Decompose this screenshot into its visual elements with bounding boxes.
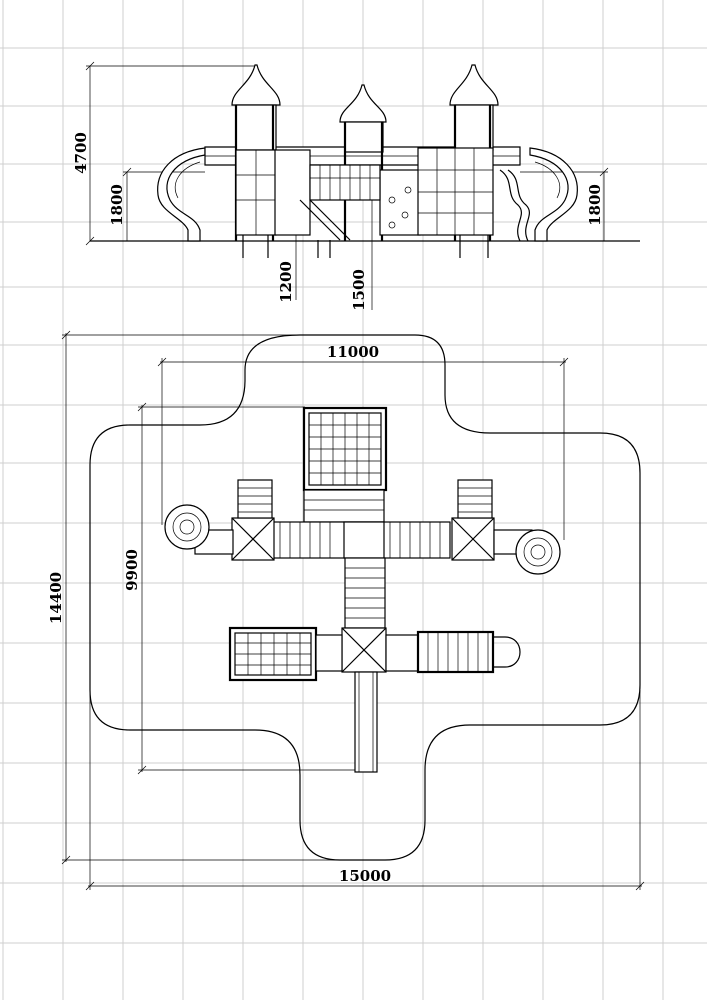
dim-total-height: 4700 [72,61,255,246]
middle-tower [339,84,421,241]
dim-label-9900: 9900 [123,549,141,591]
dim-label-4700: 4700 [72,132,90,174]
dim-label-1800-right: 1800 [586,184,604,226]
left-spiral-slide [164,504,210,550]
dim-label-1500: 1500 [350,269,368,311]
dim-label-15000: 15000 [339,867,391,885]
middle-tower-plan [341,627,387,673]
bottom-slide [354,671,378,773]
dim-label-11000: 11000 [327,343,379,361]
dim-label-1200: 1200 [277,261,295,303]
plan-view: 11000 9900 14400 15000 [47,330,645,891]
dim-structure-width: 11000 [157,343,569,540]
dim-area-width: 15000 [85,690,645,891]
dim-structure-depth: 9900 [123,402,355,775]
top-net-panel [302,406,388,492]
left-tower-plan [231,479,275,561]
right-tower-plan [451,479,495,561]
left-tower [231,64,281,241]
dim-label-14400: 14400 [47,572,65,624]
elevation-view: 4700 1800 1800 1200 1500 [72,61,640,311]
bottom-right-tunnel [416,630,495,674]
dim-area-depth: 14400 [47,330,340,865]
right-spiral-slide [515,529,561,575]
bottom-left-net-panel [228,626,318,682]
dim-label-1800-left: 1800 [108,184,126,226]
